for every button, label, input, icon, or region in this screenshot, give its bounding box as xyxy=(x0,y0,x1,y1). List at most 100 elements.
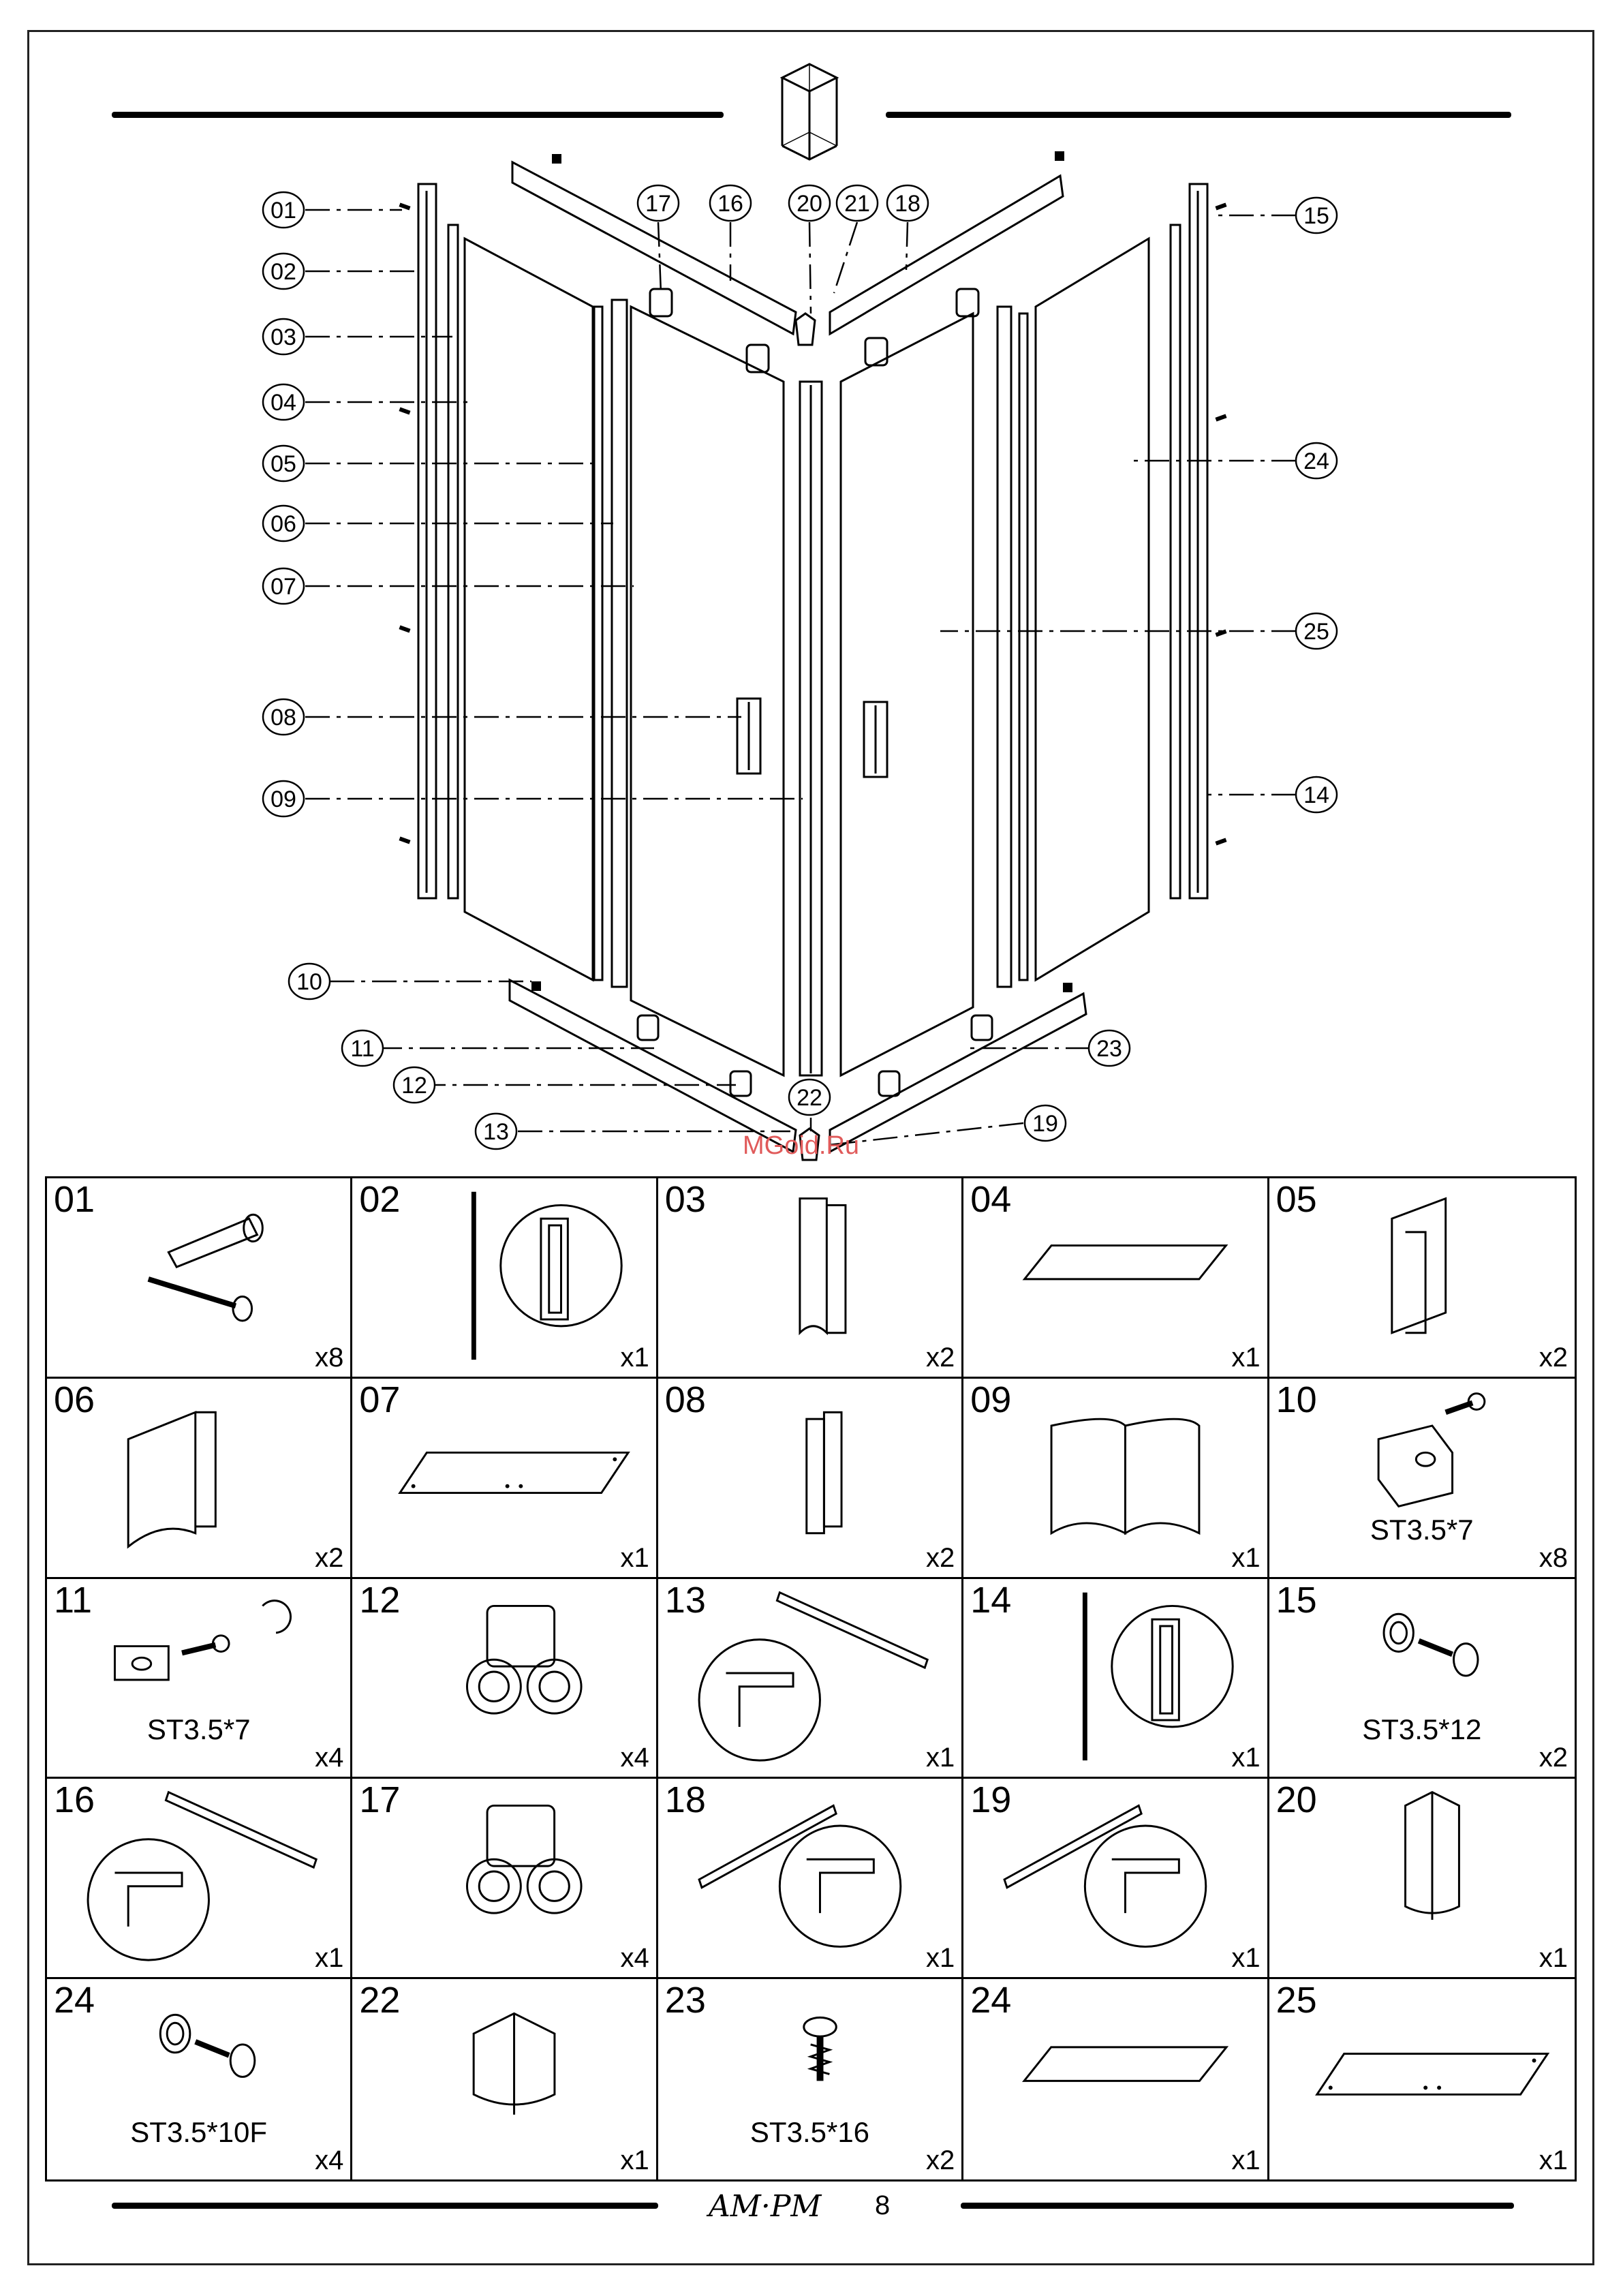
part-cell-09: 09 x1 xyxy=(963,1379,1269,1579)
callout-08: 08 xyxy=(270,705,296,731)
callout-13: 13 xyxy=(483,1119,509,1145)
callout-03: 03 xyxy=(270,324,296,350)
part-spec: ST3.5*7 xyxy=(1269,1516,1575,1544)
part-cell-12: 12 x4 xyxy=(352,1579,658,1779)
callout-19: 19 xyxy=(1032,1111,1058,1137)
part-quantity: x4 xyxy=(621,1744,649,1771)
part-number: 24 xyxy=(54,1982,95,2019)
part-number: 25 xyxy=(1276,1982,1317,2019)
callout-12: 12 xyxy=(401,1073,427,1099)
part-quantity: x2 xyxy=(926,1544,955,1572)
part-number: 23 xyxy=(665,1982,706,2019)
callout-25: 25 xyxy=(1303,619,1329,645)
part-quantity: x1 xyxy=(315,1944,343,1972)
part-cell-02: 02 x1 xyxy=(352,1178,658,1379)
part-number: 20 xyxy=(1276,1781,1317,1818)
part-quantity: x1 xyxy=(1539,1944,1568,1972)
part-cell-18: 18 x1 xyxy=(658,1779,963,1979)
callout-23: 23 xyxy=(1096,1036,1122,1062)
part-clip-screw-icon xyxy=(47,1579,350,1777)
part-number: 16 xyxy=(54,1781,95,1818)
callout-16: 16 xyxy=(717,191,743,217)
part-cell-24: 24 x1 xyxy=(963,1979,1269,2179)
part-quantity: x1 xyxy=(1231,1944,1260,1972)
part-number: 08 xyxy=(665,1381,706,1418)
callout-10: 10 xyxy=(296,969,322,995)
callout-04: 04 xyxy=(270,390,296,416)
callout-06: 06 xyxy=(270,511,296,537)
part-cell-04: 04 x1 xyxy=(963,1178,1269,1379)
brand-logo: AM·PM xyxy=(709,2189,821,2224)
part-cell-16: 16 x1 xyxy=(47,1779,352,1979)
part-number: 13 xyxy=(665,1582,706,1619)
callout-20: 20 xyxy=(797,191,822,217)
part-number: 04 xyxy=(970,1181,1011,1218)
footer-rule-right xyxy=(961,2203,1514,2209)
part-number: 19 xyxy=(970,1781,1011,1818)
part-spec: ST3.5*12 xyxy=(1269,1715,1575,1744)
watermark: MGoid.Ru xyxy=(743,1131,859,1161)
part-cell-08: 08 x2 xyxy=(658,1379,963,1579)
part-quantity: x4 xyxy=(621,1944,649,1972)
callout-17: 17 xyxy=(645,191,671,217)
part-cell-14: 14 x1 xyxy=(963,1579,1269,1779)
part-quantity: x2 xyxy=(315,1544,343,1572)
part-quantity: x1 xyxy=(621,1344,649,1371)
callout-24: 24 xyxy=(1303,448,1329,474)
callout-07: 07 xyxy=(270,574,296,600)
part-quantity: x1 xyxy=(1231,1544,1260,1572)
part-quantity: x2 xyxy=(1539,1344,1568,1371)
part-quantity: x8 xyxy=(315,1344,343,1371)
part-quantity: x2 xyxy=(926,2147,955,2174)
callout-15: 15 xyxy=(1303,203,1329,229)
part-cell-20: 20 x1 xyxy=(1269,1779,1575,1979)
part-spec: ST3.5*16 xyxy=(658,2118,961,2147)
part-number: 14 xyxy=(970,1582,1011,1619)
callout-22: 22 xyxy=(797,1085,822,1111)
part-quantity: x1 xyxy=(1231,1344,1260,1371)
callout-18: 18 xyxy=(895,191,921,217)
part-number: 03 xyxy=(665,1181,706,1218)
part-cell-07: 07 x1 xyxy=(352,1379,658,1579)
callout-21: 21 xyxy=(844,191,870,217)
part-quantity: x2 xyxy=(1539,1744,1568,1771)
callout-05: 05 xyxy=(270,451,296,477)
footer-rule-left xyxy=(112,2203,658,2209)
part-number: 11 xyxy=(54,1582,92,1619)
part-cell-01: 01x8 xyxy=(47,1178,352,1379)
part-quantity: x4 xyxy=(315,1744,343,1771)
part-quantity: x1 xyxy=(1231,1744,1260,1771)
part-number: 24 xyxy=(970,1982,1011,2019)
exploded-diagram: 01 02 03 04 05 06 07 08 09 10 11 12 13 1… xyxy=(0,0,1623,1172)
parts-table: 01x802 x1 03 x2 04 x1 05x2 06x207 x1 08 x2 09 x1 10ST… xyxy=(45,1176,1577,2182)
part-number: 07 xyxy=(359,1381,400,1418)
part-number: 09 xyxy=(970,1381,1011,1418)
part-spec: ST3.5*10F xyxy=(47,2118,350,2147)
part-cell-03: 03 x2 xyxy=(658,1178,963,1379)
callout-09: 09 xyxy=(270,786,296,812)
part-number: 18 xyxy=(665,1781,706,1818)
part-cell-17: 17 x4 xyxy=(352,1779,658,1979)
part-quantity: x1 xyxy=(621,2147,649,2174)
part-cell-19: 19 x1 xyxy=(963,1779,1269,1979)
page-number: 8 xyxy=(875,2190,890,2221)
part-number: 10 xyxy=(1276,1381,1317,1418)
callout-02: 02 xyxy=(270,259,296,285)
part-number: 17 xyxy=(359,1781,400,1818)
part-quantity: x1 xyxy=(1231,2147,1260,2174)
callout-14: 14 xyxy=(1303,782,1329,808)
part-number: 12 xyxy=(359,1582,400,1619)
part-quantity: x1 xyxy=(621,1544,649,1572)
part-quantity: x2 xyxy=(926,1344,955,1371)
part-number: 02 xyxy=(359,1181,400,1218)
part-quantity: x1 xyxy=(926,1944,955,1972)
